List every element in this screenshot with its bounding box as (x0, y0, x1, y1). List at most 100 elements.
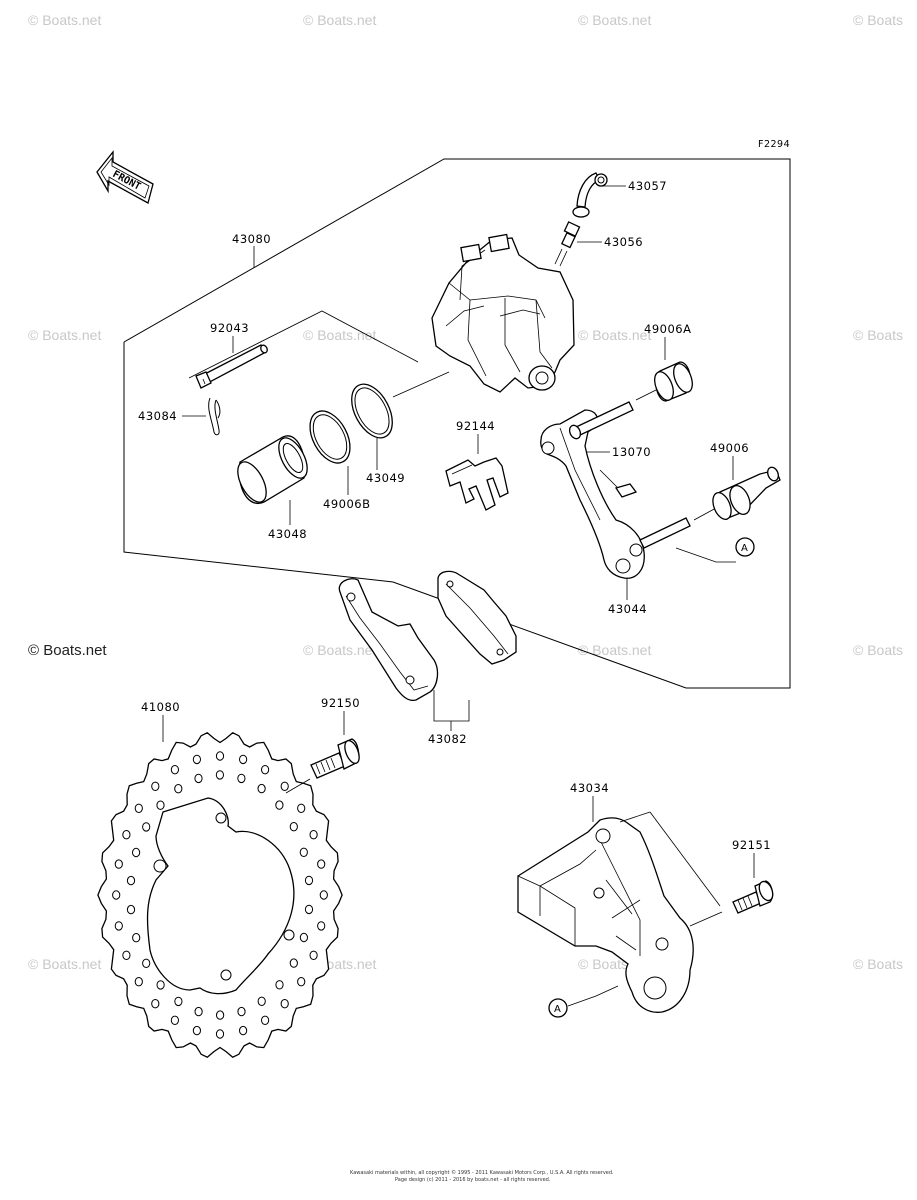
disc-hole (134, 977, 143, 987)
leader-line (693, 507, 717, 521)
disc-hole (319, 890, 328, 900)
leader-line (392, 371, 450, 398)
part-labels: 43080 43057 43056 92043 49006A 43084 921… (138, 179, 771, 878)
part-label-43034: 43034 (570, 781, 609, 795)
disc-vent-holes (112, 751, 328, 1039)
disc-hole (122, 830, 131, 840)
piston-43048 (237, 435, 308, 505)
part-label-43056: 43056 (604, 235, 643, 249)
watermark: © Boats.net (28, 956, 101, 972)
disc-hole (280, 999, 289, 1009)
disc-hole (216, 1010, 225, 1020)
disc-hole (299, 847, 308, 857)
plate-13070 (599, 469, 638, 498)
disc-hole (215, 1029, 225, 1039)
disc-hole (275, 980, 284, 990)
disc-hole (132, 847, 141, 858)
assembly-outline (123, 158, 791, 689)
disc-hole (174, 996, 183, 1007)
disc-hole (309, 830, 318, 840)
pin-92043 (195, 344, 268, 389)
disc-hole (237, 1006, 246, 1017)
disc-hole (289, 958, 298, 968)
part-label-49006A: 49006A (644, 322, 691, 336)
front-arrow-icon: FRONT (96, 150, 154, 204)
reference-marker-label: A (741, 543, 748, 554)
watermark: © Boats (853, 642, 903, 658)
watermark: © Boats.net (28, 327, 101, 343)
part-label-43044: 43044 (608, 602, 647, 616)
disc-hole (239, 754, 248, 765)
brake-disc-41080 (97, 732, 343, 1058)
watermark: © Boats.net (303, 642, 376, 658)
brake-pads-43082 (338, 570, 517, 702)
part-label-92144: 92144 (456, 419, 495, 433)
disc-hole (194, 1006, 203, 1017)
caliper-body (431, 233, 575, 393)
watermark: © Boats.net (28, 12, 101, 28)
watermark: © Boats.net (578, 12, 651, 28)
copyright-footer: Kawasaki materials within, all copyright… (350, 1169, 614, 1183)
part-label-43084: 43084 (138, 409, 177, 423)
disc-hole (289, 822, 298, 832)
disc-hole (192, 1025, 201, 1036)
disc-hole (114, 859, 123, 869)
watermark: © Boats (853, 956, 903, 972)
disc-hole (170, 765, 179, 775)
bolt-92150 (285, 738, 360, 794)
watermark: © Boats (853, 12, 903, 28)
part-label-43082: 43082 (428, 732, 467, 746)
part-label-43080: 43080 (232, 232, 271, 246)
disc-hole (132, 933, 141, 943)
disc-hole (309, 950, 318, 960)
bolt-92151 (732, 880, 774, 914)
disc-hole (126, 875, 136, 886)
disc-hole (261, 1015, 270, 1025)
disc-hole (280, 781, 289, 791)
disc-hole (317, 921, 326, 931)
part-label-43057: 43057 (628, 179, 667, 193)
part-label-49006: 49006 (710, 441, 749, 455)
boot-49006 (712, 466, 781, 520)
seal-49006B (309, 410, 351, 464)
reference-marker-label: A (554, 1004, 561, 1015)
bleeder-valve-43056 (554, 221, 581, 267)
part-label-92150: 92150 (321, 696, 360, 710)
seal-43049 (351, 383, 393, 439)
reference-marker-a: A (675, 537, 755, 563)
disc-hole (317, 859, 326, 869)
disc-hole (156, 980, 165, 990)
disc-hole (239, 1025, 248, 1036)
caliper-bracket-43034 (517, 811, 723, 1013)
part-label-92043: 92043 (210, 321, 249, 335)
disc-hole (122, 950, 131, 960)
leader-bracket (433, 690, 470, 722)
watermark: © Boats.net (28, 642, 107, 659)
disc-hole (114, 921, 123, 931)
disc-hole (134, 803, 143, 813)
part-label-92151: 92151 (732, 838, 771, 852)
disc-hole (215, 770, 224, 780)
disc-hole (151, 999, 160, 1009)
disc-hole (126, 904, 136, 915)
disc-hole (156, 800, 165, 810)
part-label-13070: 13070 (612, 445, 651, 459)
disc-hole (192, 754, 201, 765)
disc-hole (275, 800, 284, 810)
disc-hole (304, 875, 314, 886)
disc-hole (215, 751, 225, 761)
disc-hole (297, 803, 306, 813)
spring-92144 (445, 457, 509, 511)
disc-hole (194, 773, 203, 784)
watermark: © Boats.net (303, 12, 376, 28)
subassembly-bracket (188, 310, 419, 379)
disc-hole (299, 932, 308, 943)
clip-43084 (208, 397, 221, 436)
watermark: © Boats.net (578, 327, 651, 343)
watermark: © Boats.net (578, 642, 651, 658)
part-label-49006B: 49006B (323, 497, 370, 511)
copyright-line: Kawasaki materials within, all copyright… (350, 1169, 614, 1176)
disc-hole (174, 784, 183, 794)
copyright-line: Page design (c) 2011 - 2016 by boats.net… (395, 1177, 551, 1183)
disc-hole (142, 958, 151, 968)
